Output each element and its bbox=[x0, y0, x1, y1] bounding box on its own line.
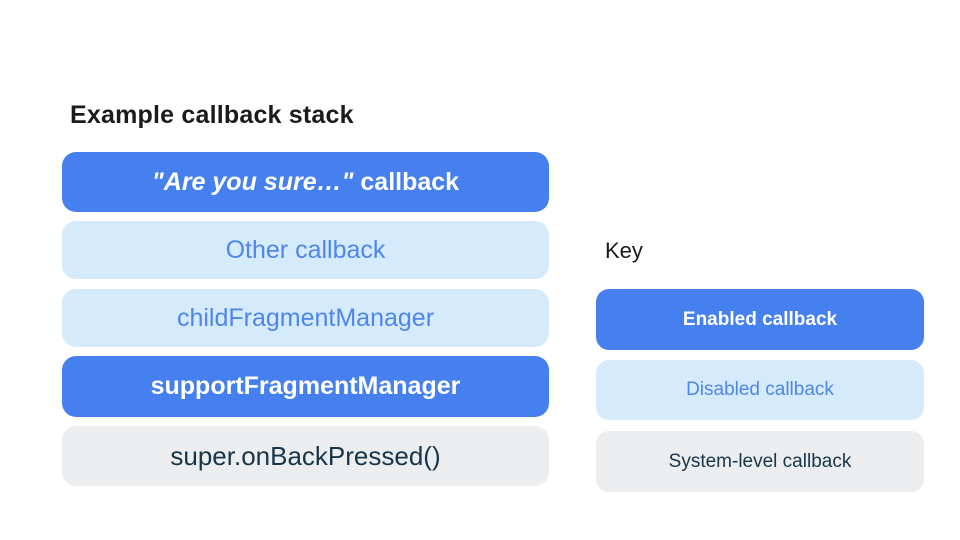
stack-bar-other-callback: Other callback bbox=[62, 221, 549, 279]
stack-bar-child-fragment-manager: childFragmentManager bbox=[62, 289, 549, 347]
stack-bar-support-fragment-manager: supportFragmentManager bbox=[62, 356, 549, 417]
stack-bar-are-you-sure-callback: "Are you sure…" callback bbox=[62, 152, 549, 212]
key-item-disabled-callback: Disabled callback bbox=[596, 360, 924, 420]
key-item-system-level-callback: System-level callback bbox=[596, 431, 924, 492]
key-item-enabled-callback: Enabled callback bbox=[596, 289, 924, 350]
stack-bar-rest-label: callback bbox=[353, 167, 460, 196]
stack-bar-super-on-back-pressed: super.onBackPressed() bbox=[62, 426, 549, 486]
key-title: Key bbox=[605, 238, 643, 263]
stack-title: Example callback stack bbox=[70, 101, 354, 129]
stack-bar-quoted-label: "Are you sure…" bbox=[151, 167, 354, 196]
